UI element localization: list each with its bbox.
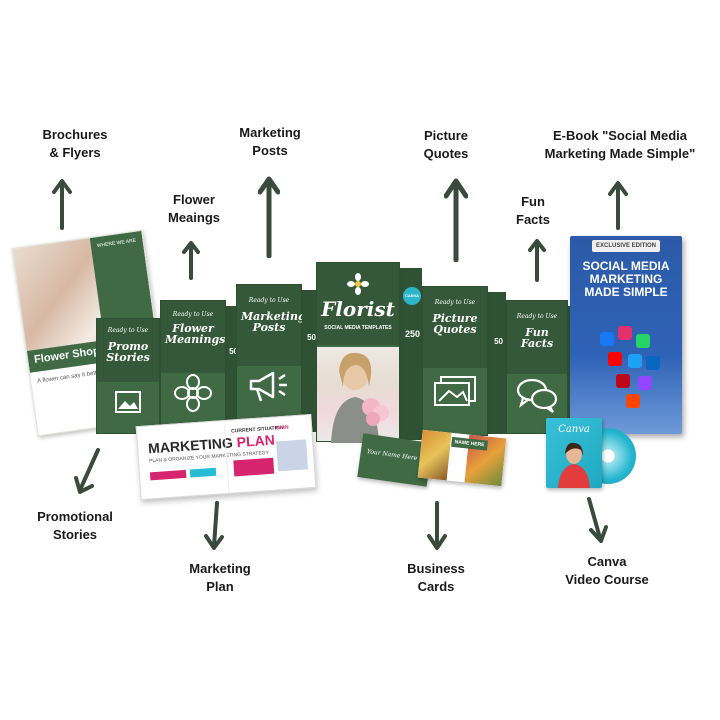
card-name: Your Name Here [366, 448, 418, 463]
image-icon [115, 391, 141, 418]
chat-bubbles-icon [515, 377, 559, 418]
box-ready-label: Ready to Use [516, 313, 558, 320]
instructor-photo [558, 442, 590, 488]
plan-section-b: PLAN [274, 424, 289, 432]
box-count: 50 [229, 347, 238, 356]
florist-subtitle: SOCIAL MEDIA TEMPLATES [324, 325, 392, 331]
label-promotional-stories: Promotional Stories [37, 509, 113, 542]
box-florist: Florist SOCIAL MEDIA TEMPLATES [316, 262, 400, 443]
label-marketing-plan: Marketing Plan [189, 561, 251, 594]
ebook-title: SOCIAL MEDIA MARKETING MADE SIMPLE [582, 259, 670, 299]
brochure-side-heading: WHERE WE ARE [96, 237, 137, 250]
box-fun-facts: Ready to Use Fun Facts [506, 300, 568, 434]
label-canva-course: Canva Video Course [565, 554, 649, 587]
arrow-down-icon [204, 500, 226, 552]
arrow-up-icon [258, 176, 280, 258]
arrow-down-icon [584, 496, 610, 544]
ebook-tag: EXCLUSIVE EDITION [592, 240, 660, 252]
box-ready-label: Ready to Use [172, 311, 214, 318]
arrow-up-icon [528, 238, 546, 282]
social-icons [590, 322, 668, 412]
box-flower-meanings: Ready to Use Flower Meanings [160, 300, 226, 432]
daisy-icon [347, 273, 369, 300]
label-business-cards: Business Cards [407, 561, 465, 594]
box-count: 50 [494, 337, 503, 346]
woman-photo [317, 347, 399, 443]
marketing-plan-book: MARKETING PLAN PLAN & ORGANIZE YOUR MARK… [135, 413, 317, 501]
box-ready-label: Ready to Use [248, 297, 290, 304]
box-title: Promo Stories [106, 340, 150, 364]
box-promo-stories: Ready to Use Promo Stories [96, 318, 160, 434]
box-title: Fun Facts [520, 326, 554, 350]
box-picture-quotes: Ready to Use Picture Quotes [422, 286, 488, 436]
box-side: 50 [488, 292, 506, 434]
arrow-up-icon [444, 178, 468, 262]
label-picture-quotes: Picture Quotes [423, 128, 469, 161]
arrow-up-icon [182, 240, 200, 280]
box-title: Flower Meanings [165, 322, 226, 346]
arrow-up-icon [608, 180, 628, 230]
box-count: 250 [404, 329, 420, 339]
florist-title: Florist [321, 297, 395, 321]
label-fun-facts: Fun Facts [516, 194, 550, 227]
box-side: CANVA 250 [400, 268, 422, 440]
box-ready-label: Ready to Use [107, 327, 149, 334]
box-title: Picture Quotes [432, 312, 478, 336]
label-ebook: E-Book "Social Media Marketing Made Simp… [544, 128, 696, 161]
canva-badge: CANVA [403, 287, 421, 305]
flower-icon [173, 373, 213, 418]
arrow-up-icon [52, 178, 72, 230]
canva-brand: Canva [558, 424, 590, 435]
label-brochures-flyers: Brochures & Flyers [42, 127, 108, 160]
arrow-down-icon [426, 500, 448, 552]
box-title: Marketing Posts [241, 310, 306, 334]
label-marketing-posts: Marketing Posts [239, 125, 301, 158]
box-count: 50 [307, 333, 316, 342]
pictures-icon [433, 375, 477, 412]
ebook-cover: EXCLUSIVE EDITION SOCIAL MEDIA MARKETING… [570, 236, 682, 434]
arrow-down-icon [72, 446, 102, 496]
canva-course-case: Canva [546, 418, 602, 488]
box-marketing-posts: Ready to Use Marketing Posts [236, 284, 306, 434]
megaphone-icon [247, 369, 291, 410]
label-flower-meanings: Flower Meaings [167, 192, 220, 225]
business-card-front: NAME HERE [417, 429, 507, 487]
box-ready-label: Ready to Use [434, 299, 476, 306]
